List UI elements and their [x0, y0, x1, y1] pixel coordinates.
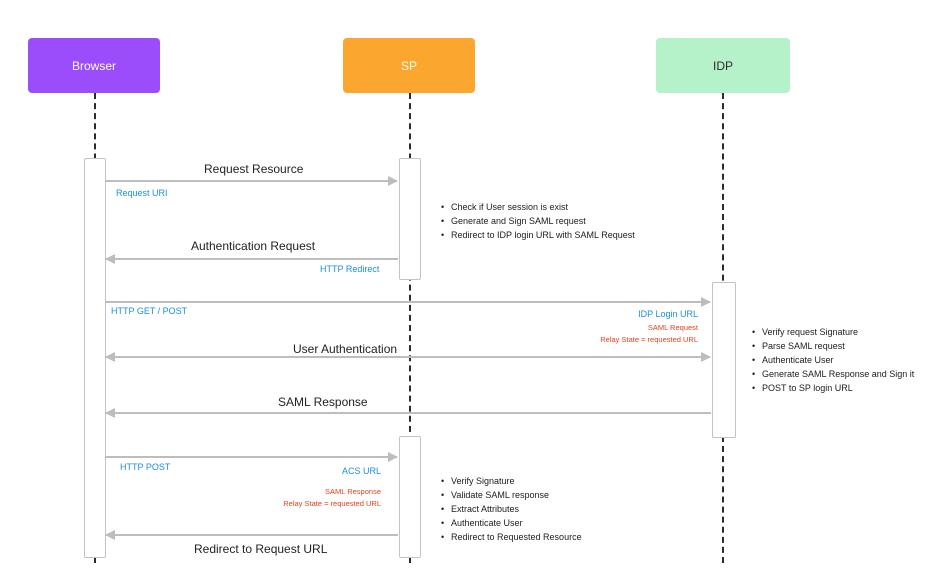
actor-browser-label: Browser [71, 58, 116, 73]
note-item: Verify request Signature [752, 325, 914, 339]
note-item: POST to SP login URL [752, 381, 914, 395]
note-item: Authenticate User [752, 353, 914, 367]
actor-idp: IDP [656, 38, 790, 93]
actor-sp: SP [343, 38, 475, 93]
note-item: Generate SAML Response and Sign it [752, 367, 914, 381]
label-saml-response: SAML Response [278, 395, 368, 409]
label-acs-url: ACS URL [341, 466, 381, 476]
activation-sp-second [399, 436, 421, 558]
label-http-redirect: HTTP Redirect [320, 264, 380, 274]
actor-sp-label: SP [400, 58, 417, 73]
note-item: Parse SAML request [752, 339, 914, 353]
label-request-resource: Request Resource [204, 162, 304, 176]
note-item: Authenticate User [441, 516, 582, 530]
label-relay-state-2: Relay State = requested URL [283, 499, 381, 508]
activation-idp [712, 282, 736, 438]
note-item: Validate SAML response [441, 488, 582, 502]
lifeline-sp [409, 93, 411, 563]
note-idp: Verify request Signature Parse SAML requ… [752, 325, 914, 395]
label-idp-login-url: IDP Login URL [638, 309, 698, 319]
actor-browser: Browser [28, 38, 160, 93]
note-sp-first: Check if User session is exist Generate … [441, 200, 635, 242]
label-relay-state-1: Relay State = requested URL [600, 335, 698, 344]
label-saml-request: SAML Request [647, 323, 698, 332]
label-http-get-post: HTTP GET / POST [111, 306, 188, 316]
label-redirect-to-request-url: Redirect to Request URL [194, 542, 328, 556]
actor-idp-label: IDP [712, 58, 733, 73]
note-item: Redirect to Requested Resource [441, 530, 582, 544]
note-sp-second: Verify Signature Validate SAML response … [441, 474, 582, 544]
label-user-authentication: User Authentication [293, 342, 398, 356]
note-item: Redirect to IDP login URL with SAML Requ… [441, 228, 635, 242]
label-request-uri: Request URI [116, 188, 168, 198]
label-http-post: HTTP POST [120, 462, 171, 472]
note-item: Verify Signature [441, 474, 582, 488]
note-item: Check if User session is exist [441, 200, 635, 214]
label-saml-response-small: SAML Response [324, 487, 381, 496]
activation-sp-first [399, 158, 421, 280]
label-authentication-request: Authentication Request [191, 239, 316, 253]
note-item: Generate and Sign SAML request [441, 214, 635, 228]
note-item: Extract Attributes [441, 502, 582, 516]
